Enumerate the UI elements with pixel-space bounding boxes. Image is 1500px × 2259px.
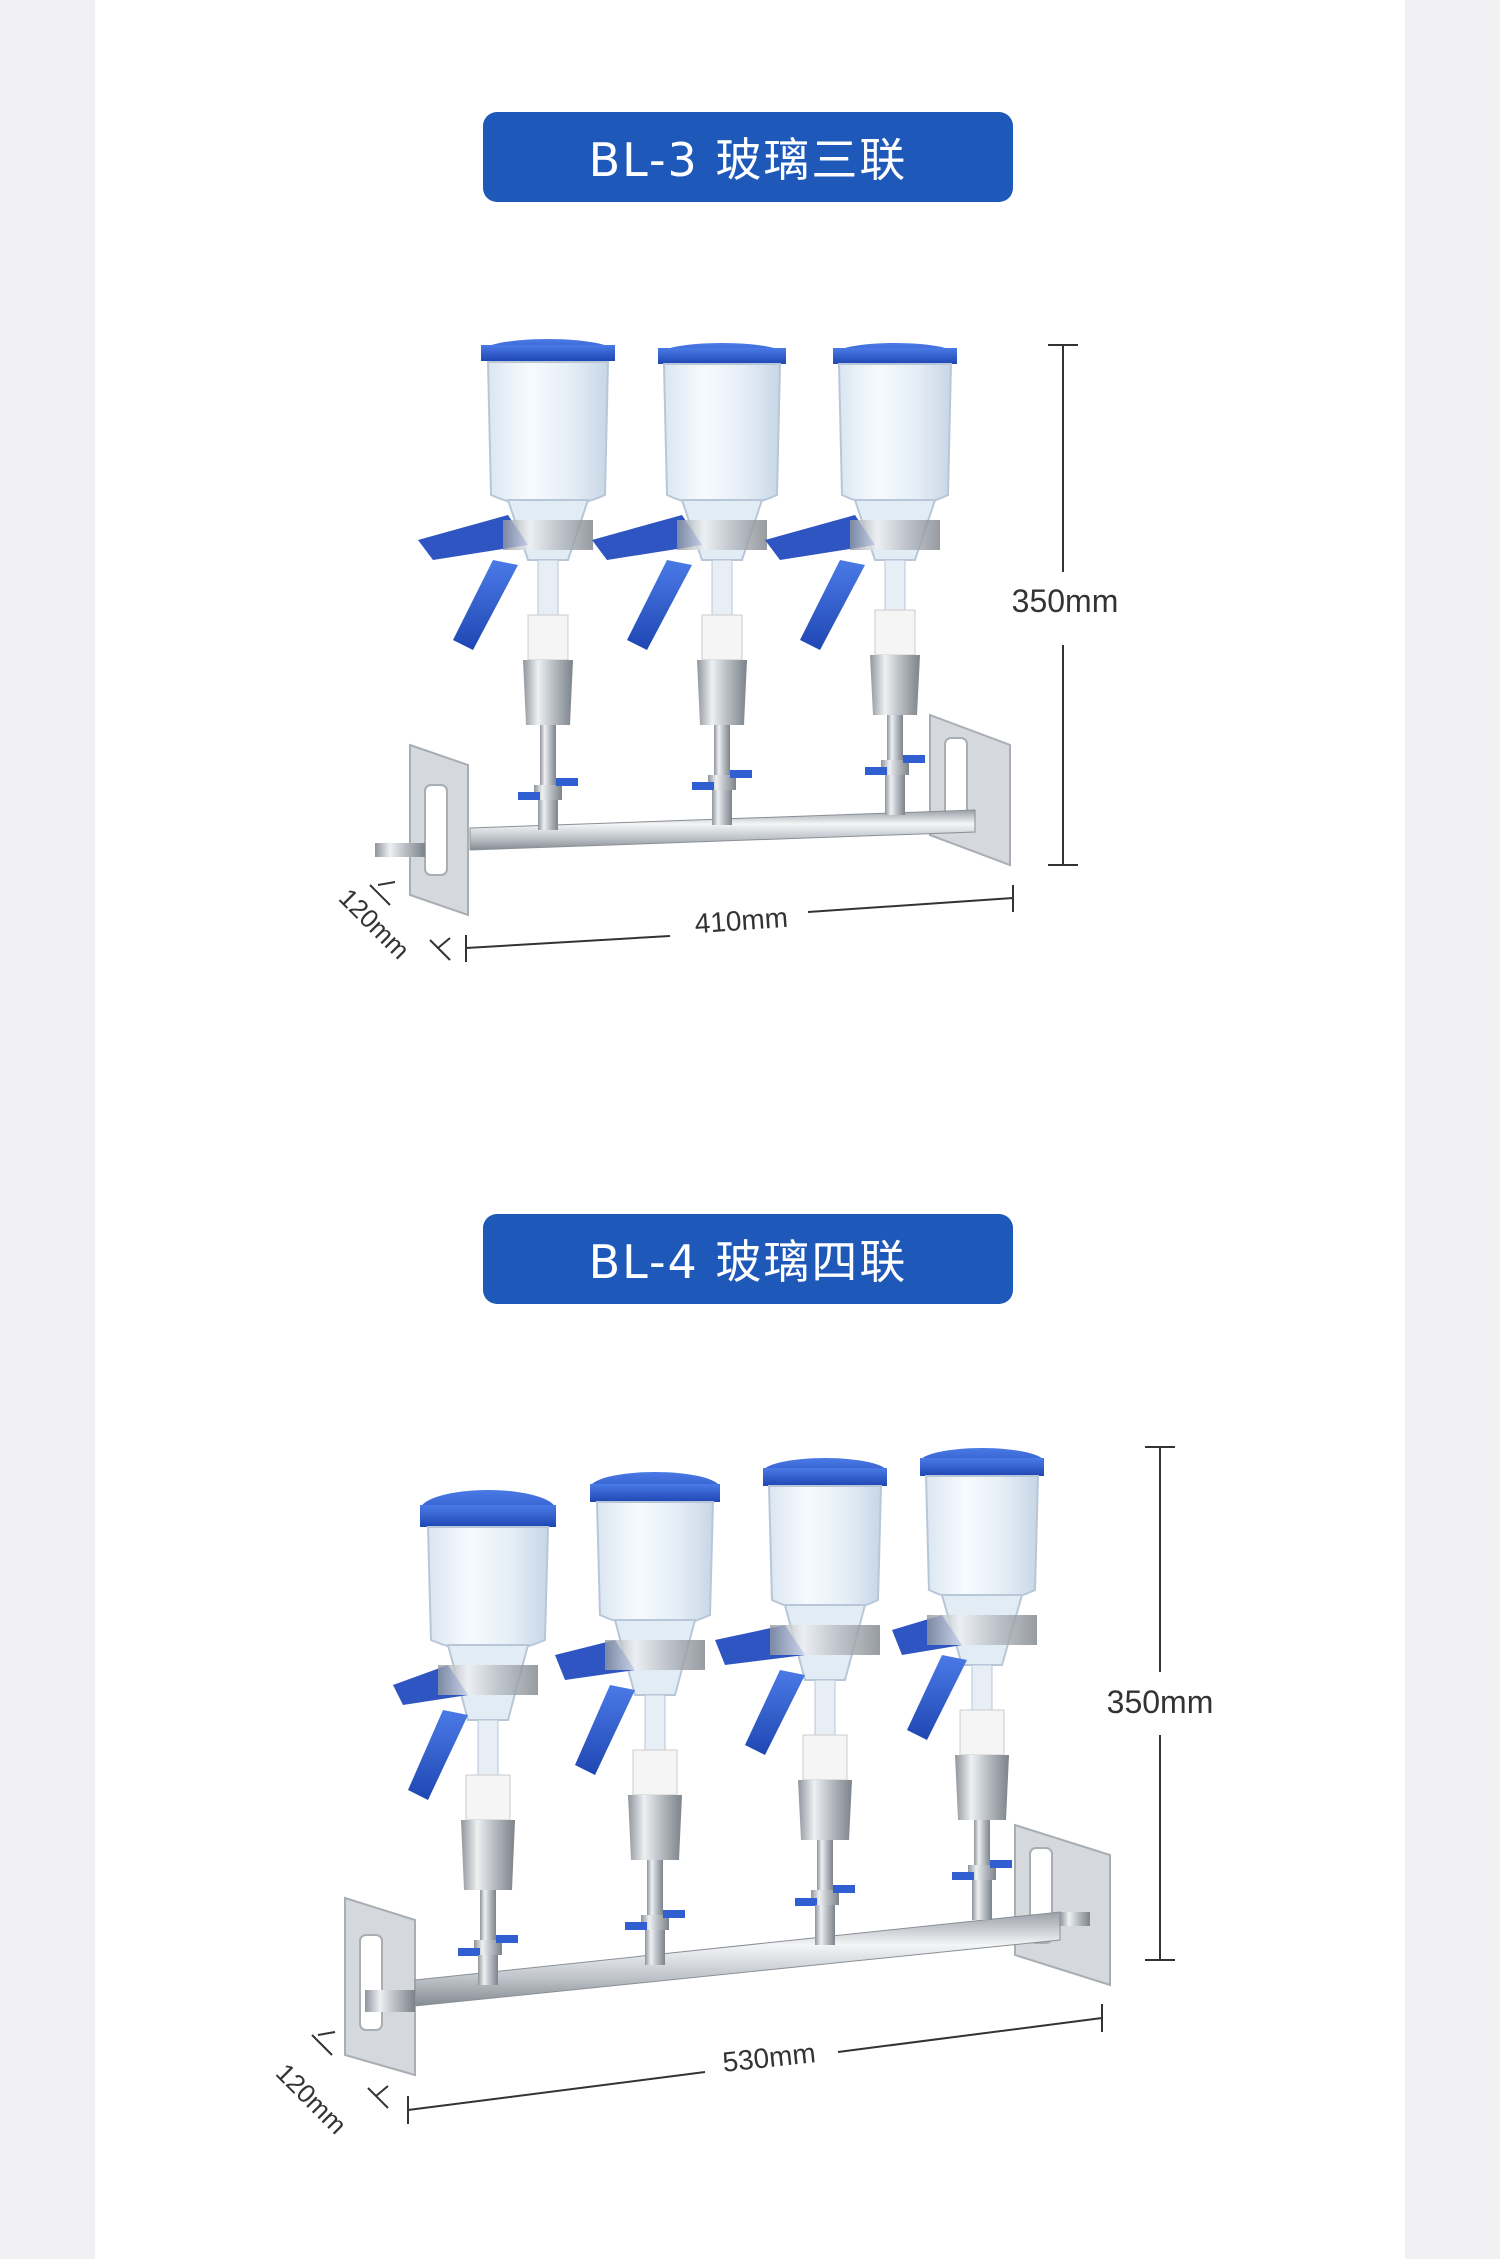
bl3-left-bracket [409,743,469,917]
product-title-badge-bl3: BL-3 玻璃三联 [483,112,1013,202]
bl3-height-dimension: 350mm [1012,344,1119,866]
bl4-width-dimension: 530mm [407,2004,1103,2124]
bl3-manifold-rail [469,809,976,851]
bl4-funnel-3 [715,1458,887,1945]
bl3-manifold: 350mm 410mm 120mm [333,339,1118,965]
product-title-bl4: BL-4 玻璃四联 [588,1235,908,1289]
bl3-outlet-nozzle [375,843,425,857]
bl3-funnel-1 [418,339,615,830]
product-title-badge-bl4: BL-4 玻璃四联 [483,1214,1013,1304]
bl4-left-bracket [344,1896,416,2077]
bl4-funnel-4 [892,1448,1044,1920]
bl3-width-dimension: 410mm [465,885,1014,962]
bl4-outlet-nozzle-right [1060,1912,1090,1926]
bl4-height-dimension: 350mm [1107,1446,1214,1961]
bl3-depth-label: 120mm [333,882,416,965]
bl4-outlet-nozzle-left [365,1990,415,2012]
bl4-depth-label: 120mm [270,2057,353,2140]
bl4-height-label: 350mm [1107,1684,1214,1720]
bl3-funnel-2 [592,343,786,825]
bl3-width-label: 410mm [694,902,789,939]
bl3-funnel-3 [765,343,957,815]
bl4-width-label: 530mm [721,2037,817,2078]
bl4-manifold: 350mm 530mm 120mm [270,1446,1214,2140]
bl4-manifold-rail [414,1911,1061,2007]
bl4-funnel-2 [555,1472,720,1965]
product-title-bl3: BL-3 玻璃三联 [588,133,908,187]
bl4-funnel-1 [393,1490,556,1985]
bl3-right-bracket [929,713,1011,867]
bl4-right-bracket [1014,1823,1111,1987]
bl3-height-label: 350mm [1012,583,1119,619]
